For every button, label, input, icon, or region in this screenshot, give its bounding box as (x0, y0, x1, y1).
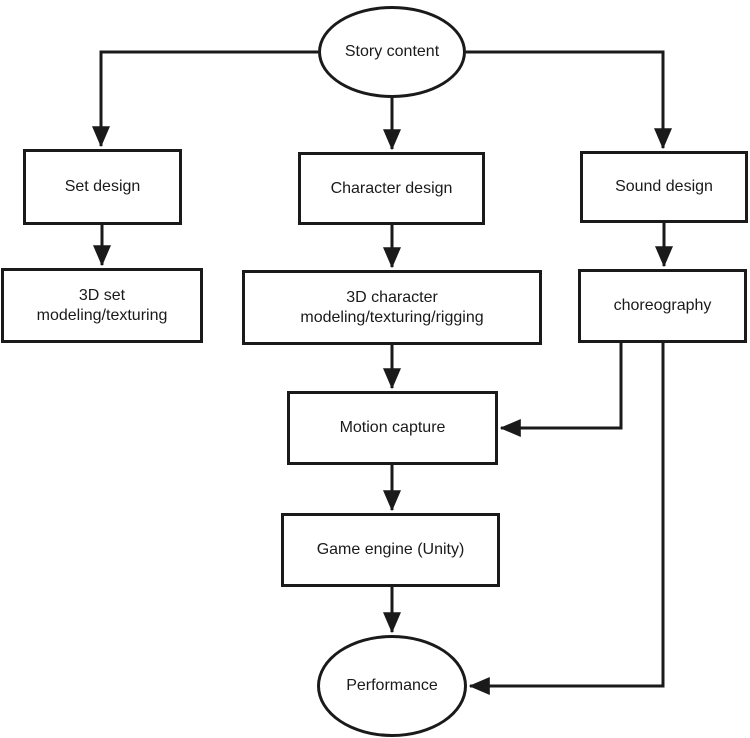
node-character-design: Character design (298, 152, 485, 225)
node-3d-set-label-line2: modeling/texturing (36, 306, 168, 324)
edge-story-to-set-design (92, 50, 318, 148)
node-sound-design-label: Sound design (615, 178, 713, 195)
node-3d-character-label-line2: modeling/texturing/rigging (300, 308, 484, 326)
node-choreography-label: choreography (613, 297, 712, 314)
node-3d-set-label-line1: 3D set (78, 286, 126, 304)
node-performance: Performance (317, 635, 467, 737)
node-motion-capture: Motion capture (287, 391, 498, 465)
node-sound-design: Sound design (580, 151, 748, 223)
node-3d-character-modeling-texturing-rigging: 3D character modeling/texturing/rigging (242, 270, 542, 345)
node-choreography: choreography (578, 269, 747, 343)
node-game-engine-label: Game engine (Unity) (316, 541, 465, 558)
node-motion-capture-label: Motion capture (339, 419, 446, 436)
node-game-engine-unity: Game engine (Unity) (281, 513, 500, 587)
node-story-content: Story content (318, 6, 466, 98)
edge-choreography-to-performance (468, 343, 665, 695)
edge-choreography-to-motion-capture (499, 343, 623, 437)
node-set-design-label: Set design (64, 178, 141, 195)
node-story-content-label: Story content (344, 43, 440, 60)
node-3d-character-label-line1: 3D character (346, 288, 438, 306)
node-set-design: Set design (23, 149, 182, 225)
edge-story-to-sound-design (466, 50, 672, 150)
node-3d-set-modeling-texturing: 3D set modeling/texturing (1, 268, 203, 343)
node-character-design-label: Character design (330, 179, 453, 197)
node-performance-label: Performance (346, 677, 438, 694)
